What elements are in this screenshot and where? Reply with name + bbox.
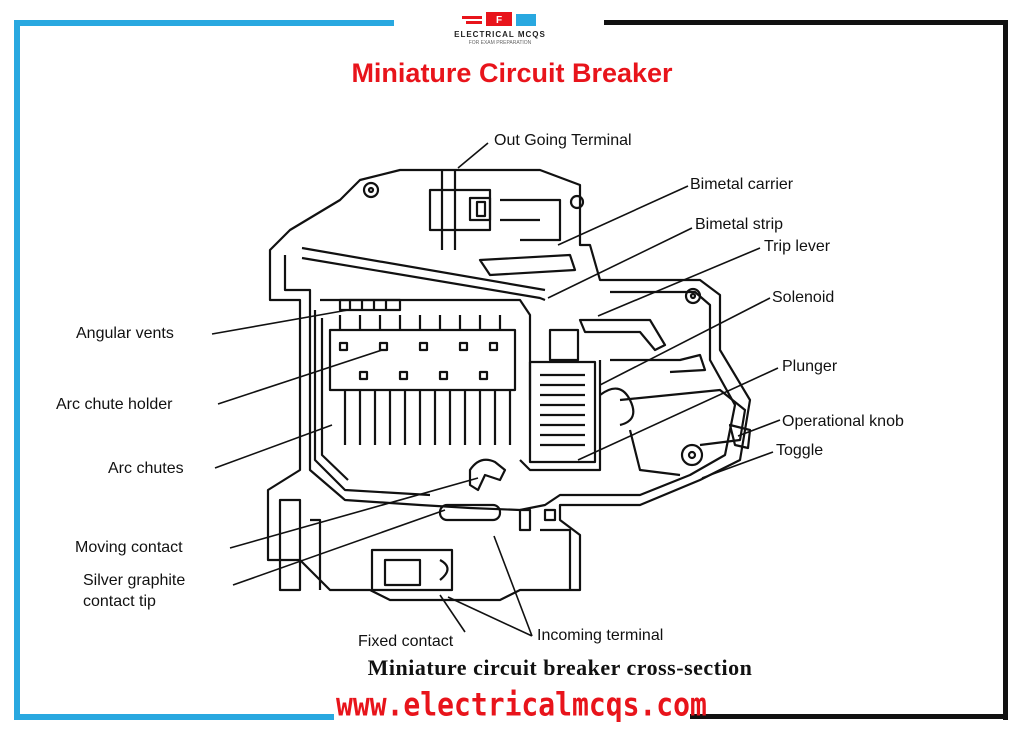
toggle-pivot [680,443,704,467]
label-out-going-terminal: Out Going Terminal [494,132,632,149]
frame-top-right-border [604,20,1008,25]
logo-subtext: FOR EXAM PREPARATION [468,40,532,46]
label-arc-chute-holder: Arc chute holder [56,396,173,413]
moving-contact [468,458,507,492]
label-operational-knob: Operational knob [782,413,904,430]
label-fixed-contact: Fixed contact [358,633,454,650]
label-angular-vents: Angular vents [76,325,174,342]
svg-text:F: F [496,15,502,26]
operational-toggle-arm [599,387,747,447]
label-arc-chutes: Arc chutes [108,460,184,477]
arc-chute-plates [338,315,512,445]
mounting-hole-top-right [569,194,585,210]
operational-knob [728,423,752,450]
frame-left-border [14,20,20,720]
incoming-terminal-block [370,548,454,592]
frame-bottom-left-border [14,714,334,720]
arc-chute-holder [328,328,517,392]
frame-right-border [1003,20,1008,720]
solenoid-coil [528,360,597,464]
frame-bottom-right-border [690,714,1008,719]
label-toggle: Toggle [776,442,824,459]
label-bimetal-strip: Bimetal strip [695,216,784,233]
website-url-link[interactable]: www.electricalmcqs.com [336,685,707,724]
logo-mark-icon: F [462,12,536,26]
label-moving-contact: Moving contact [75,539,183,556]
label-contact-tip: contact tip [83,593,156,610]
label-bimetal-carrier: Bimetal carrier [690,176,794,193]
trip-lever [578,318,667,352]
frame-top-left-border [14,20,394,26]
label-incoming-terminal: Incoming terminal [537,627,664,644]
housing-inner [283,255,737,512]
plunger [548,328,580,362]
angular-vents [338,298,402,312]
mounting-hole-top-left [362,181,380,199]
page-title: Miniature Circuit Breaker [351,58,673,88]
label-leader-lines [211,142,781,637]
label-silver-graphite: Silver graphite [83,572,186,589]
label-trip-lever: Trip lever [764,238,831,255]
outgoing-terminal-block [428,188,492,232]
label-plunger: Plunger [782,358,838,375]
bimetal-strip-path [301,246,546,302]
mounting-hole-right [684,287,702,305]
diagram-caption: Miniature circuit breaker cross-section [367,655,753,680]
site-logo[interactable]: F ELECTRICAL MCQS FOR EXAM PREPARATION [400,8,600,46]
label-solenoid: Solenoid [772,289,835,306]
arc-chamber-wall [313,310,431,497]
logo-text: ELECTRICAL MCQS [454,30,546,39]
